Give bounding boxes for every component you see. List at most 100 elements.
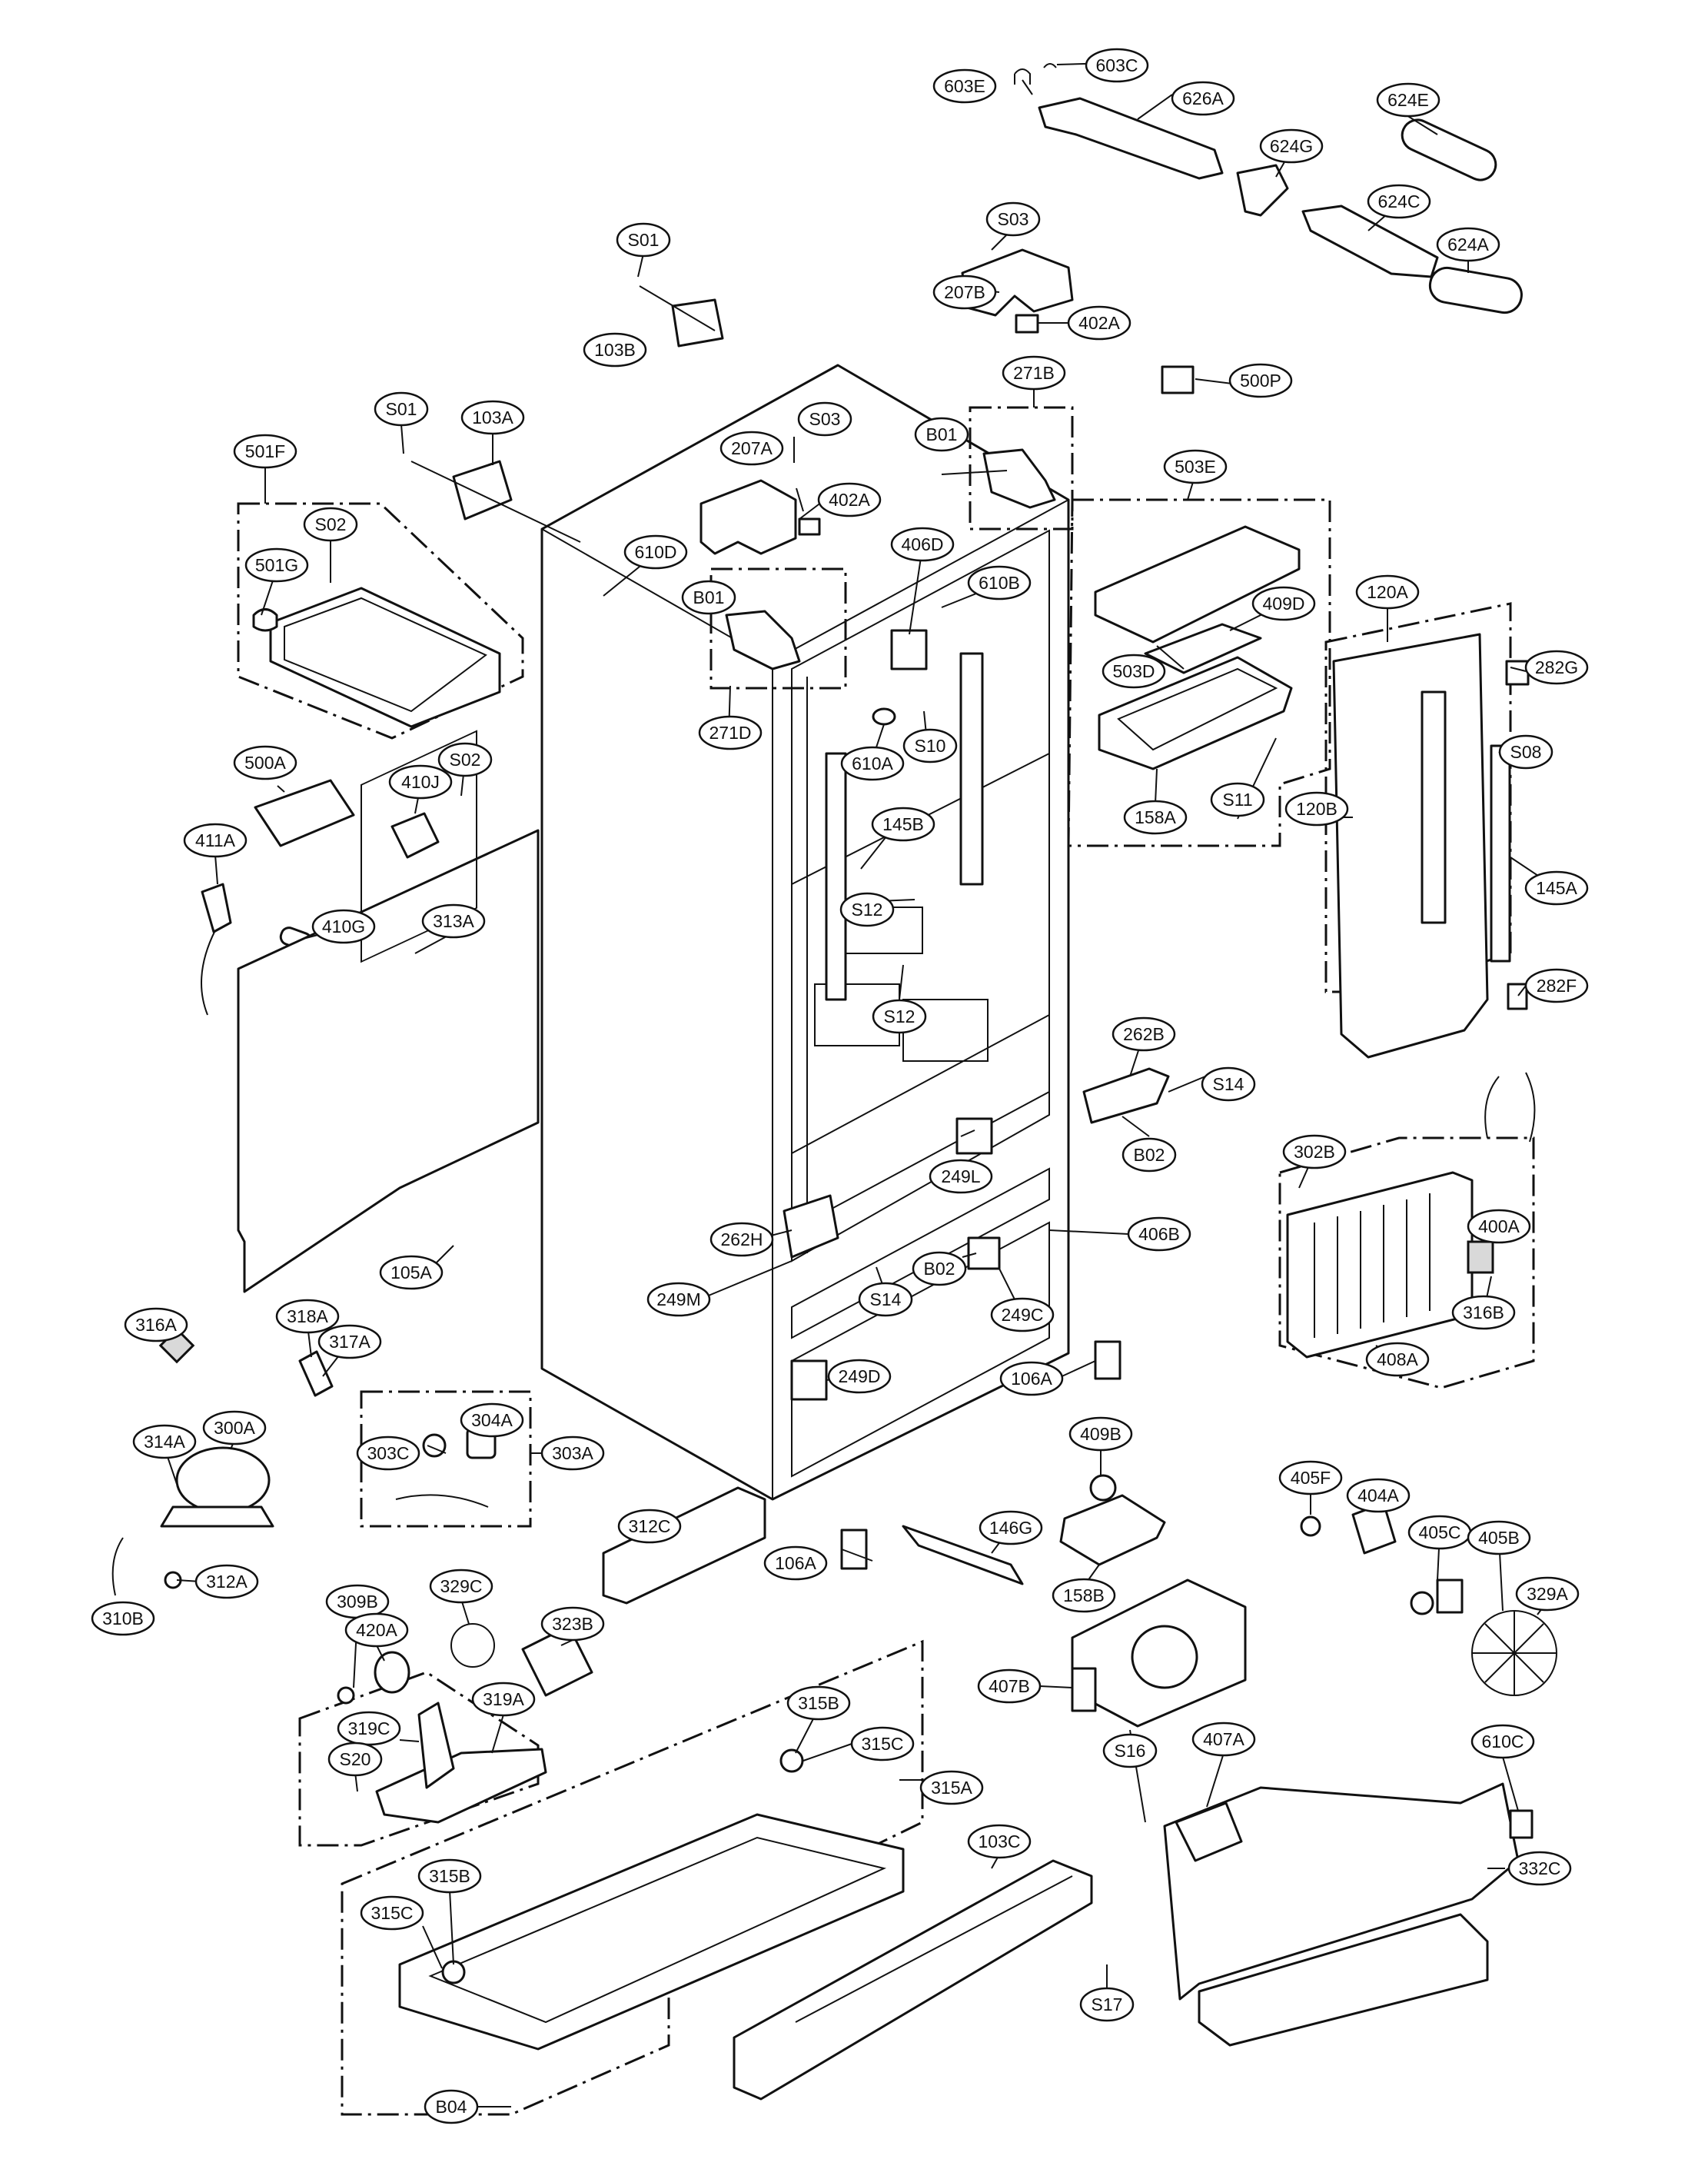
callout-329A[interactable]: 329A [1515, 1576, 1580, 1612]
callout-120B[interactable]: 120B [1284, 791, 1349, 827]
callout-610A[interactable]: 610A [840, 746, 905, 781]
callout-S01-upper[interactable]: S01 [616, 222, 671, 258]
callout-282G[interactable]: 282G [1524, 650, 1589, 685]
callout-402A-lower[interactable]: 402A [817, 482, 882, 517]
callout-S01-lower[interactable]: S01 [374, 391, 429, 427]
callout-303A[interactable]: 303A [540, 1435, 605, 1471]
callout-158A[interactable]: 158A [1123, 800, 1188, 835]
callout-315B-lower[interactable]: 315B [417, 1858, 482, 1894]
callout-B02-lower[interactable]: B02 [912, 1251, 967, 1286]
callout-S14-upper[interactable]: S14 [1201, 1066, 1256, 1102]
callout-409D[interactable]: 409D [1251, 586, 1316, 621]
callout-207A[interactable]: 207A [719, 431, 784, 466]
callout-603C[interactable]: 603C [1085, 48, 1149, 83]
callout-501F[interactable]: 501F [233, 434, 297, 469]
callout-146G[interactable]: 146G [979, 1510, 1043, 1545]
callout-262H[interactable]: 262H [709, 1222, 774, 1257]
callout-315C-upper[interactable]: 315C [850, 1726, 915, 1761]
callout-271D[interactable]: 271D [698, 715, 763, 750]
callout-404A[interactable]: 404A [1346, 1478, 1411, 1513]
callout-315C-lower[interactable]: 315C [360, 1895, 424, 1931]
callout-603E[interactable]: 603E [932, 68, 997, 104]
callout-624C[interactable]: 624C [1367, 184, 1431, 219]
callout-S12-upper[interactable]: S12 [839, 892, 895, 927]
callout-501G[interactable]: 501G [244, 547, 309, 583]
callout-309B[interactable]: 309B [325, 1584, 390, 1619]
callout-249L[interactable]: 249L [929, 1159, 993, 1194]
callout-407A[interactable]: 407A [1191, 1722, 1256, 1757]
callout-610B[interactable]: 610B [967, 565, 1032, 600]
callout-249C[interactable]: 249C [990, 1297, 1055, 1332]
callout-318A[interactable]: 318A [275, 1299, 340, 1334]
callout-S10[interactable]: S10 [902, 728, 958, 763]
callout-300A[interactable]: 300A [202, 1410, 267, 1445]
callout-406B[interactable]: 406B [1127, 1216, 1191, 1252]
callout-158B[interactable]: 158B [1052, 1578, 1116, 1613]
callout-402A-upper[interactable]: 402A [1067, 305, 1131, 341]
callout-626A[interactable]: 626A [1171, 81, 1235, 116]
callout-624E[interactable]: 624E [1376, 82, 1441, 118]
callout-310B[interactable]: 310B [91, 1601, 155, 1636]
callout-323B[interactable]: 323B [540, 1606, 605, 1642]
callout-120A[interactable]: 120A [1355, 574, 1420, 610]
callout-420A[interactable]: 420A [344, 1612, 409, 1648]
callout-B02-upper[interactable]: B02 [1121, 1137, 1177, 1173]
callout-S02-upper[interactable]: S02 [303, 507, 358, 542]
callout-B04[interactable]: B04 [424, 2089, 479, 2124]
callout-329C[interactable]: 329C [429, 1569, 493, 1604]
callout-610C[interactable]: 610C [1470, 1724, 1535, 1759]
callout-207B[interactable]: 207B [932, 274, 997, 310]
callout-312C[interactable]: 312C [617, 1509, 682, 1544]
callout-500A[interactable]: 500A [233, 745, 297, 780]
callout-314A[interactable]: 314A [132, 1424, 197, 1459]
callout-S03-lower[interactable]: S03 [797, 401, 852, 437]
callout-103C[interactable]: 103C [967, 1824, 1032, 1859]
callout-610D[interactable]: 610D [623, 534, 688, 570]
callout-S17[interactable]: S17 [1079, 1987, 1135, 2022]
callout-405F[interactable]: 405F [1278, 1460, 1343, 1495]
callout-405B[interactable]: 405B [1467, 1520, 1531, 1555]
callout-503D[interactable]: 503D [1102, 654, 1166, 689]
callout-303C[interactable]: 303C [356, 1435, 420, 1471]
callout-S02-lower[interactable]: S02 [437, 742, 493, 777]
callout-319A[interactable]: 319A [471, 1682, 536, 1717]
callout-411A[interactable]: 411A [183, 823, 248, 858]
callout-S16[interactable]: S16 [1102, 1733, 1158, 1768]
callout-B01-upper[interactable]: B01 [914, 417, 969, 452]
callout-408A[interactable]: 408A [1365, 1342, 1430, 1377]
callout-410G[interactable]: 410G [311, 909, 376, 944]
callout-249M[interactable]: 249M [646, 1282, 711, 1317]
callout-106A-upper[interactable]: 106A [999, 1361, 1064, 1396]
callout-145A[interactable]: 145A [1524, 870, 1589, 906]
callout-317A[interactable]: 317A [317, 1324, 382, 1359]
callout-106A-lower[interactable]: 106A [763, 1545, 828, 1581]
callout-103A[interactable]: 103A [460, 400, 525, 435]
callout-S12-lower[interactable]: S12 [872, 999, 927, 1034]
callout-316A[interactable]: 316A [124, 1307, 188, 1342]
callout-624G[interactable]: 624G [1259, 128, 1324, 164]
callout-271B[interactable]: 271B [1002, 355, 1066, 391]
callout-145B[interactable]: 145B [871, 807, 935, 842]
callout-315A[interactable]: 315A [919, 1770, 984, 1805]
callout-103B[interactable]: 103B [583, 332, 647, 368]
callout-409B[interactable]: 409B [1068, 1416, 1133, 1452]
callout-302B[interactable]: 302B [1282, 1134, 1347, 1169]
callout-312A[interactable]: 312A [194, 1564, 259, 1599]
callout-319C[interactable]: 319C [337, 1711, 401, 1746]
callout-624A[interactable]: 624A [1436, 227, 1500, 262]
callout-B01-lower[interactable]: B01 [681, 580, 736, 615]
callout-410J[interactable]: 410J [388, 764, 453, 800]
callout-500P[interactable]: 500P [1228, 363, 1293, 398]
callout-407B[interactable]: 407B [977, 1668, 1042, 1704]
callout-282F[interactable]: 282F [1524, 968, 1589, 1003]
callout-400A[interactable]: 400A [1467, 1209, 1531, 1244]
callout-332C[interactable]: 332C [1507, 1851, 1572, 1886]
callout-262B[interactable]: 262B [1112, 1016, 1176, 1052]
callout-S20[interactable]: S20 [327, 1742, 383, 1777]
callout-S11[interactable]: S11 [1210, 782, 1265, 817]
callout-316B[interactable]: 316B [1451, 1295, 1516, 1330]
callout-313A[interactable]: 313A [421, 903, 486, 939]
callout-405C[interactable]: 405C [1407, 1515, 1472, 1550]
callout-406D[interactable]: 406D [890, 527, 955, 562]
callout-S03-upper[interactable]: S03 [985, 201, 1041, 237]
